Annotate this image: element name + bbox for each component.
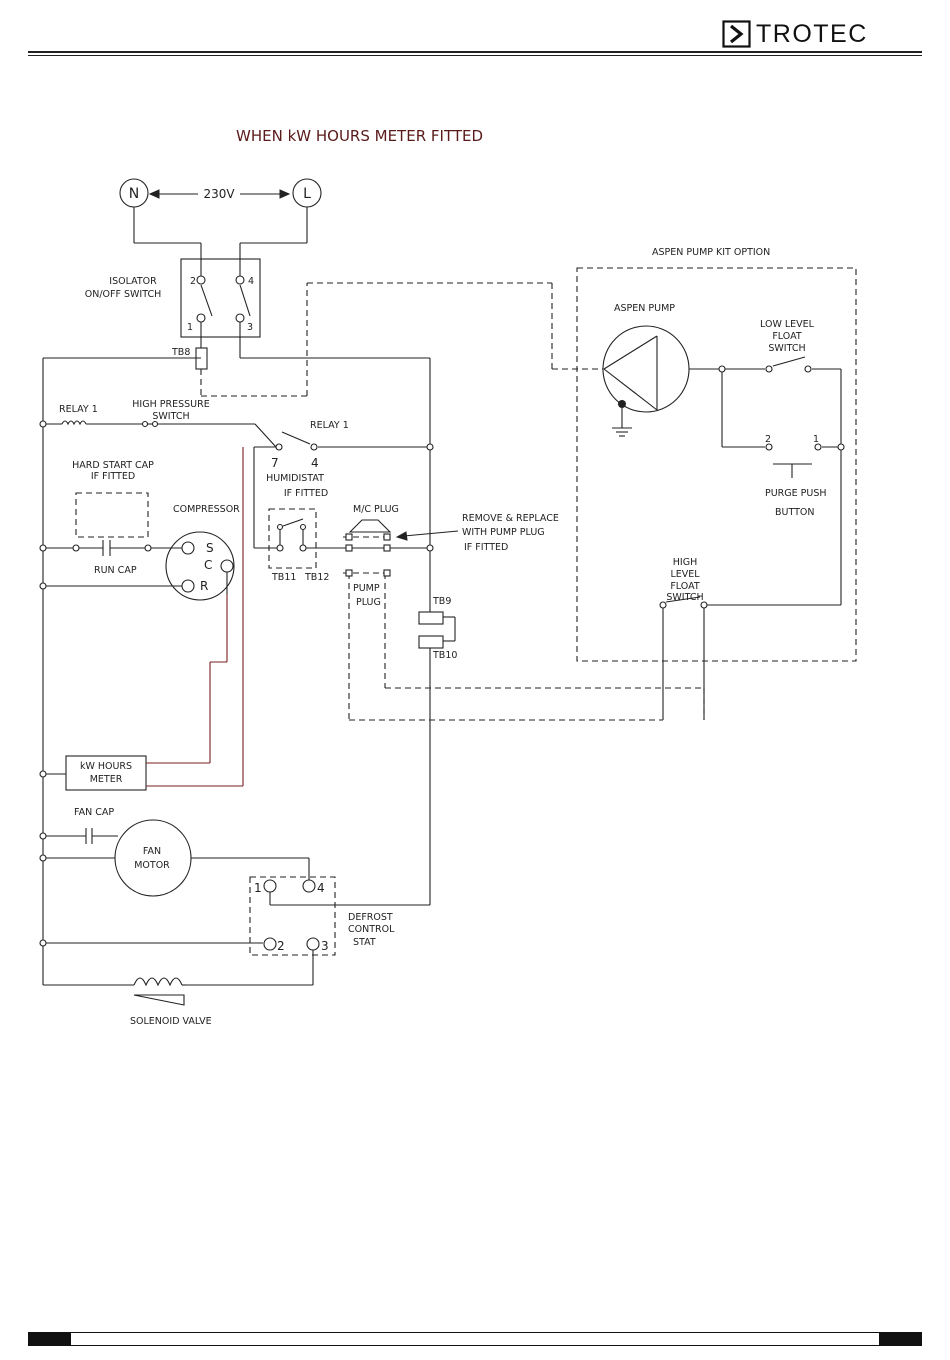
purge-pin-1: 1	[813, 434, 819, 445]
compressor-c: C	[204, 558, 212, 572]
tb12-label: TB12	[304, 572, 329, 583]
low-float-label: LOW LEVEL	[760, 319, 815, 330]
purge-pin-2: 2	[765, 434, 771, 445]
footer-left-block	[29, 1333, 71, 1345]
relay1-pin-7: 7	[271, 456, 279, 470]
run-cap-label: RUN CAP	[94, 565, 137, 576]
defrost-control-label: CONTROL	[348, 924, 395, 935]
header-rule-thin	[28, 55, 922, 56]
humidistat-label: HUMIDISTAT	[266, 473, 324, 484]
neutral-terminal: N	[129, 186, 139, 202]
solenoid-valve-label: SOLENOID VALVE	[130, 1016, 212, 1027]
isolator-pin-1: 1	[187, 322, 193, 333]
high-pressure-sublabel: SWITCH	[152, 411, 189, 422]
footer-bar	[28, 1332, 922, 1346]
defrost-label: DEFROST	[348, 912, 393, 923]
tb9-label: TB9	[432, 596, 451, 607]
mc-plug-label: M/C PLUG	[353, 504, 399, 515]
isolator-pin-3: 3	[247, 322, 253, 333]
kw-meter-label: kW HOURS	[80, 761, 132, 772]
brand-name: TROTEC	[756, 20, 868, 48]
defrost-pin-3: 3	[321, 939, 329, 953]
high-float-switch: SWITCH	[666, 592, 703, 603]
low-float-sublabel: FLOAT	[772, 331, 801, 342]
isolator-pin-2: 2	[190, 276, 196, 287]
defrost-stat-label: STAT	[353, 937, 376, 948]
aspen-pump-label: ASPEN PUMP	[614, 303, 675, 314]
pump-plug-sublabel: PLUG	[356, 597, 381, 608]
remove-note-line2: WITH PUMP PLUG	[462, 527, 545, 538]
live-terminal: L	[303, 186, 311, 202]
fan-cap-label: FAN CAP	[74, 807, 114, 818]
defrost-pin-2: 2	[277, 939, 285, 953]
hard-start-cap-label: HARD START CAP	[72, 460, 154, 471]
low-float-switch-label: SWITCH	[768, 343, 805, 354]
purge-label: PURGE PUSH	[765, 488, 827, 499]
brand-logo: TROTEC	[722, 20, 922, 50]
tb8-label: TB8	[171, 347, 190, 358]
high-pressure-label: HIGH PRESSURE	[132, 399, 209, 410]
ground-terminal-icon	[618, 400, 626, 408]
relay1-pin-4: 4	[311, 456, 319, 470]
tb11-label: TB11	[271, 572, 296, 583]
high-float-float: FLOAT	[670, 581, 699, 592]
relay1-contact-label: RELAY 1	[310, 420, 349, 431]
footer-right-block	[879, 1333, 921, 1345]
hard-start-cap-sublabel: IF FITTED	[91, 471, 135, 482]
high-float-label: HIGH	[673, 557, 697, 568]
defrost-pin-1: 1	[254, 881, 262, 895]
compressor-label: COMPRESSOR	[173, 504, 240, 515]
isolator-sublabel: ON/OFF SWITCH	[85, 289, 161, 300]
relay1-coil-label: RELAY 1	[59, 404, 98, 415]
humidistat-sublabel: IF FITTED	[284, 488, 328, 499]
high-float-level: LEVEL	[670, 569, 700, 580]
trotec-chevron-logo-icon	[722, 20, 751, 48]
diagram-title: WHEN kW HOURS METER FITTED	[236, 127, 483, 145]
tb10-label: TB10	[432, 650, 457, 661]
fan-motor-label: FAN	[143, 846, 161, 857]
compressor-r: R	[200, 579, 208, 593]
header-rule	[28, 51, 922, 53]
supply-voltage: 230V	[203, 187, 235, 201]
remove-note-line1: REMOVE & REPLACE	[462, 513, 559, 524]
kw-meter-sublabel: METER	[90, 774, 123, 785]
isolator-pin-4: 4	[248, 276, 254, 287]
purge-button-label: BUTTON	[775, 507, 815, 518]
pump-kit-title: ASPEN PUMP KIT OPTION	[652, 247, 770, 258]
defrost-pin-4: 4	[317, 881, 325, 895]
pump-plug-label: PUMP	[353, 583, 380, 594]
isolator-label: ISOLATOR	[109, 276, 157, 287]
remove-note-line3: IF FITTED	[464, 542, 508, 553]
compressor-s: S	[206, 541, 214, 555]
fan-motor-sublabel: MOTOR	[134, 860, 170, 871]
